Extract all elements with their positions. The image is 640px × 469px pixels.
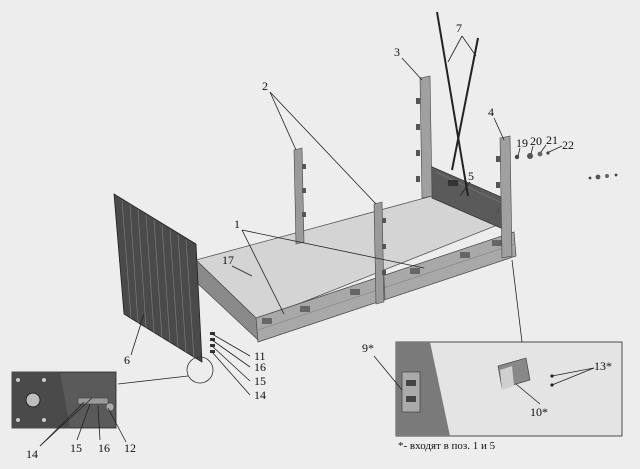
stake-left xyxy=(293,147,306,245)
footnote: *- входят в поз. 1 и 5 xyxy=(398,440,496,452)
truck-body-floor xyxy=(195,195,502,341)
stake-middle xyxy=(373,201,386,305)
callout-16-main: 16 xyxy=(254,360,266,374)
callout-19: 19 xyxy=(516,136,528,150)
front-stake-4 xyxy=(496,135,513,259)
callout-7: 7 xyxy=(456,21,462,35)
callout-labels: 1 2 3 4 5 6 7 9* 10* 11 12 13* 14 14 15 … xyxy=(26,21,612,461)
callout-15-inset: 15 xyxy=(70,441,82,455)
callout-11: 11 xyxy=(254,349,266,363)
callout-22: 22 xyxy=(562,138,574,152)
callout-5: 5 xyxy=(468,169,474,183)
callout-2: 2 xyxy=(262,79,268,93)
callout-10: 10* xyxy=(530,405,548,419)
front-stake-3 xyxy=(416,75,433,199)
callout-3: 3 xyxy=(394,45,400,59)
fasteners-19-22 xyxy=(514,151,550,160)
callout-20: 20 xyxy=(530,134,542,148)
callout-15-main: 15 xyxy=(254,374,266,388)
leader-lines xyxy=(39,35,595,447)
callout-17: 17 xyxy=(222,253,234,267)
callout-1: 1 xyxy=(234,217,240,231)
cross-braces xyxy=(436,11,479,197)
callout-16-inset: 16 xyxy=(98,441,110,455)
rear-board xyxy=(113,193,203,363)
fasteners-far xyxy=(588,173,618,180)
callout-13: 13* xyxy=(594,359,612,373)
callout-12: 12 xyxy=(124,441,136,455)
callout-14-main: 14 xyxy=(254,388,266,402)
detail-inset-left xyxy=(11,371,117,429)
callout-14-inset: 14 xyxy=(26,447,38,461)
callout-9: 9* xyxy=(362,341,374,355)
rear-hinge-parts xyxy=(186,332,215,384)
side-board xyxy=(255,231,517,343)
detail-inset-right xyxy=(395,341,623,437)
callout-6: 6 xyxy=(124,353,130,367)
callout-21: 21 xyxy=(546,133,558,147)
callout-4: 4 xyxy=(488,105,494,119)
